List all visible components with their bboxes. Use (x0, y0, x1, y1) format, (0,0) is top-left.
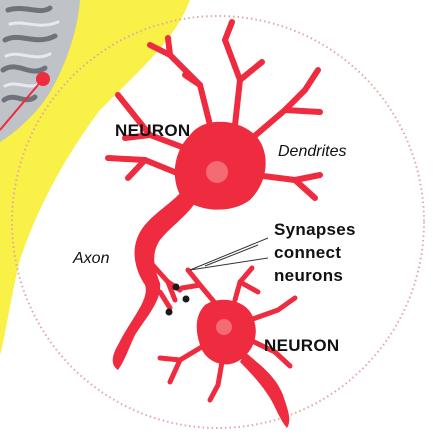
soma-highlight-bottom (216, 319, 232, 335)
synapses-label-line3: neurons (274, 266, 343, 286)
synapses-label-line2: connect (274, 243, 341, 263)
neuron-label-top: NEURON (115, 121, 190, 141)
synapse-callout-pointer (190, 238, 268, 270)
axon-label: Axon (73, 250, 109, 268)
soma-highlight-top (206, 161, 228, 183)
brain-marker-dot (36, 72, 50, 86)
neuron-label-bottom: NEURON (264, 336, 339, 356)
dendrites-label: Dendrites (278, 143, 346, 161)
synapses-label-line1: Synapses (274, 220, 356, 240)
